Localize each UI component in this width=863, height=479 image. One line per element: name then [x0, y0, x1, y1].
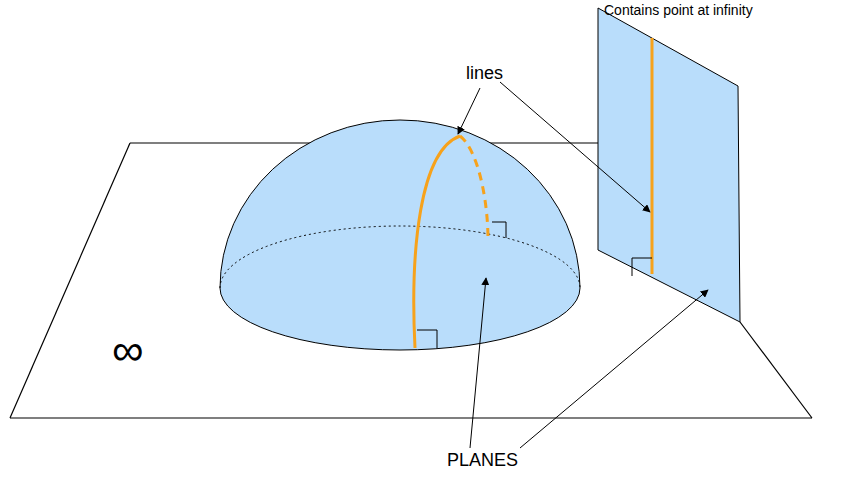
vertical-plane	[598, 8, 740, 322]
leader-arrows	[458, 82, 708, 448]
planes-callout: PLANES	[447, 451, 518, 471]
infinity-symbol: ∞	[112, 326, 143, 374]
hemisphere-plane	[220, 120, 580, 350]
plane-note: Contains point at infinity	[604, 3, 753, 18]
lines-callout: lines	[466, 64, 503, 84]
